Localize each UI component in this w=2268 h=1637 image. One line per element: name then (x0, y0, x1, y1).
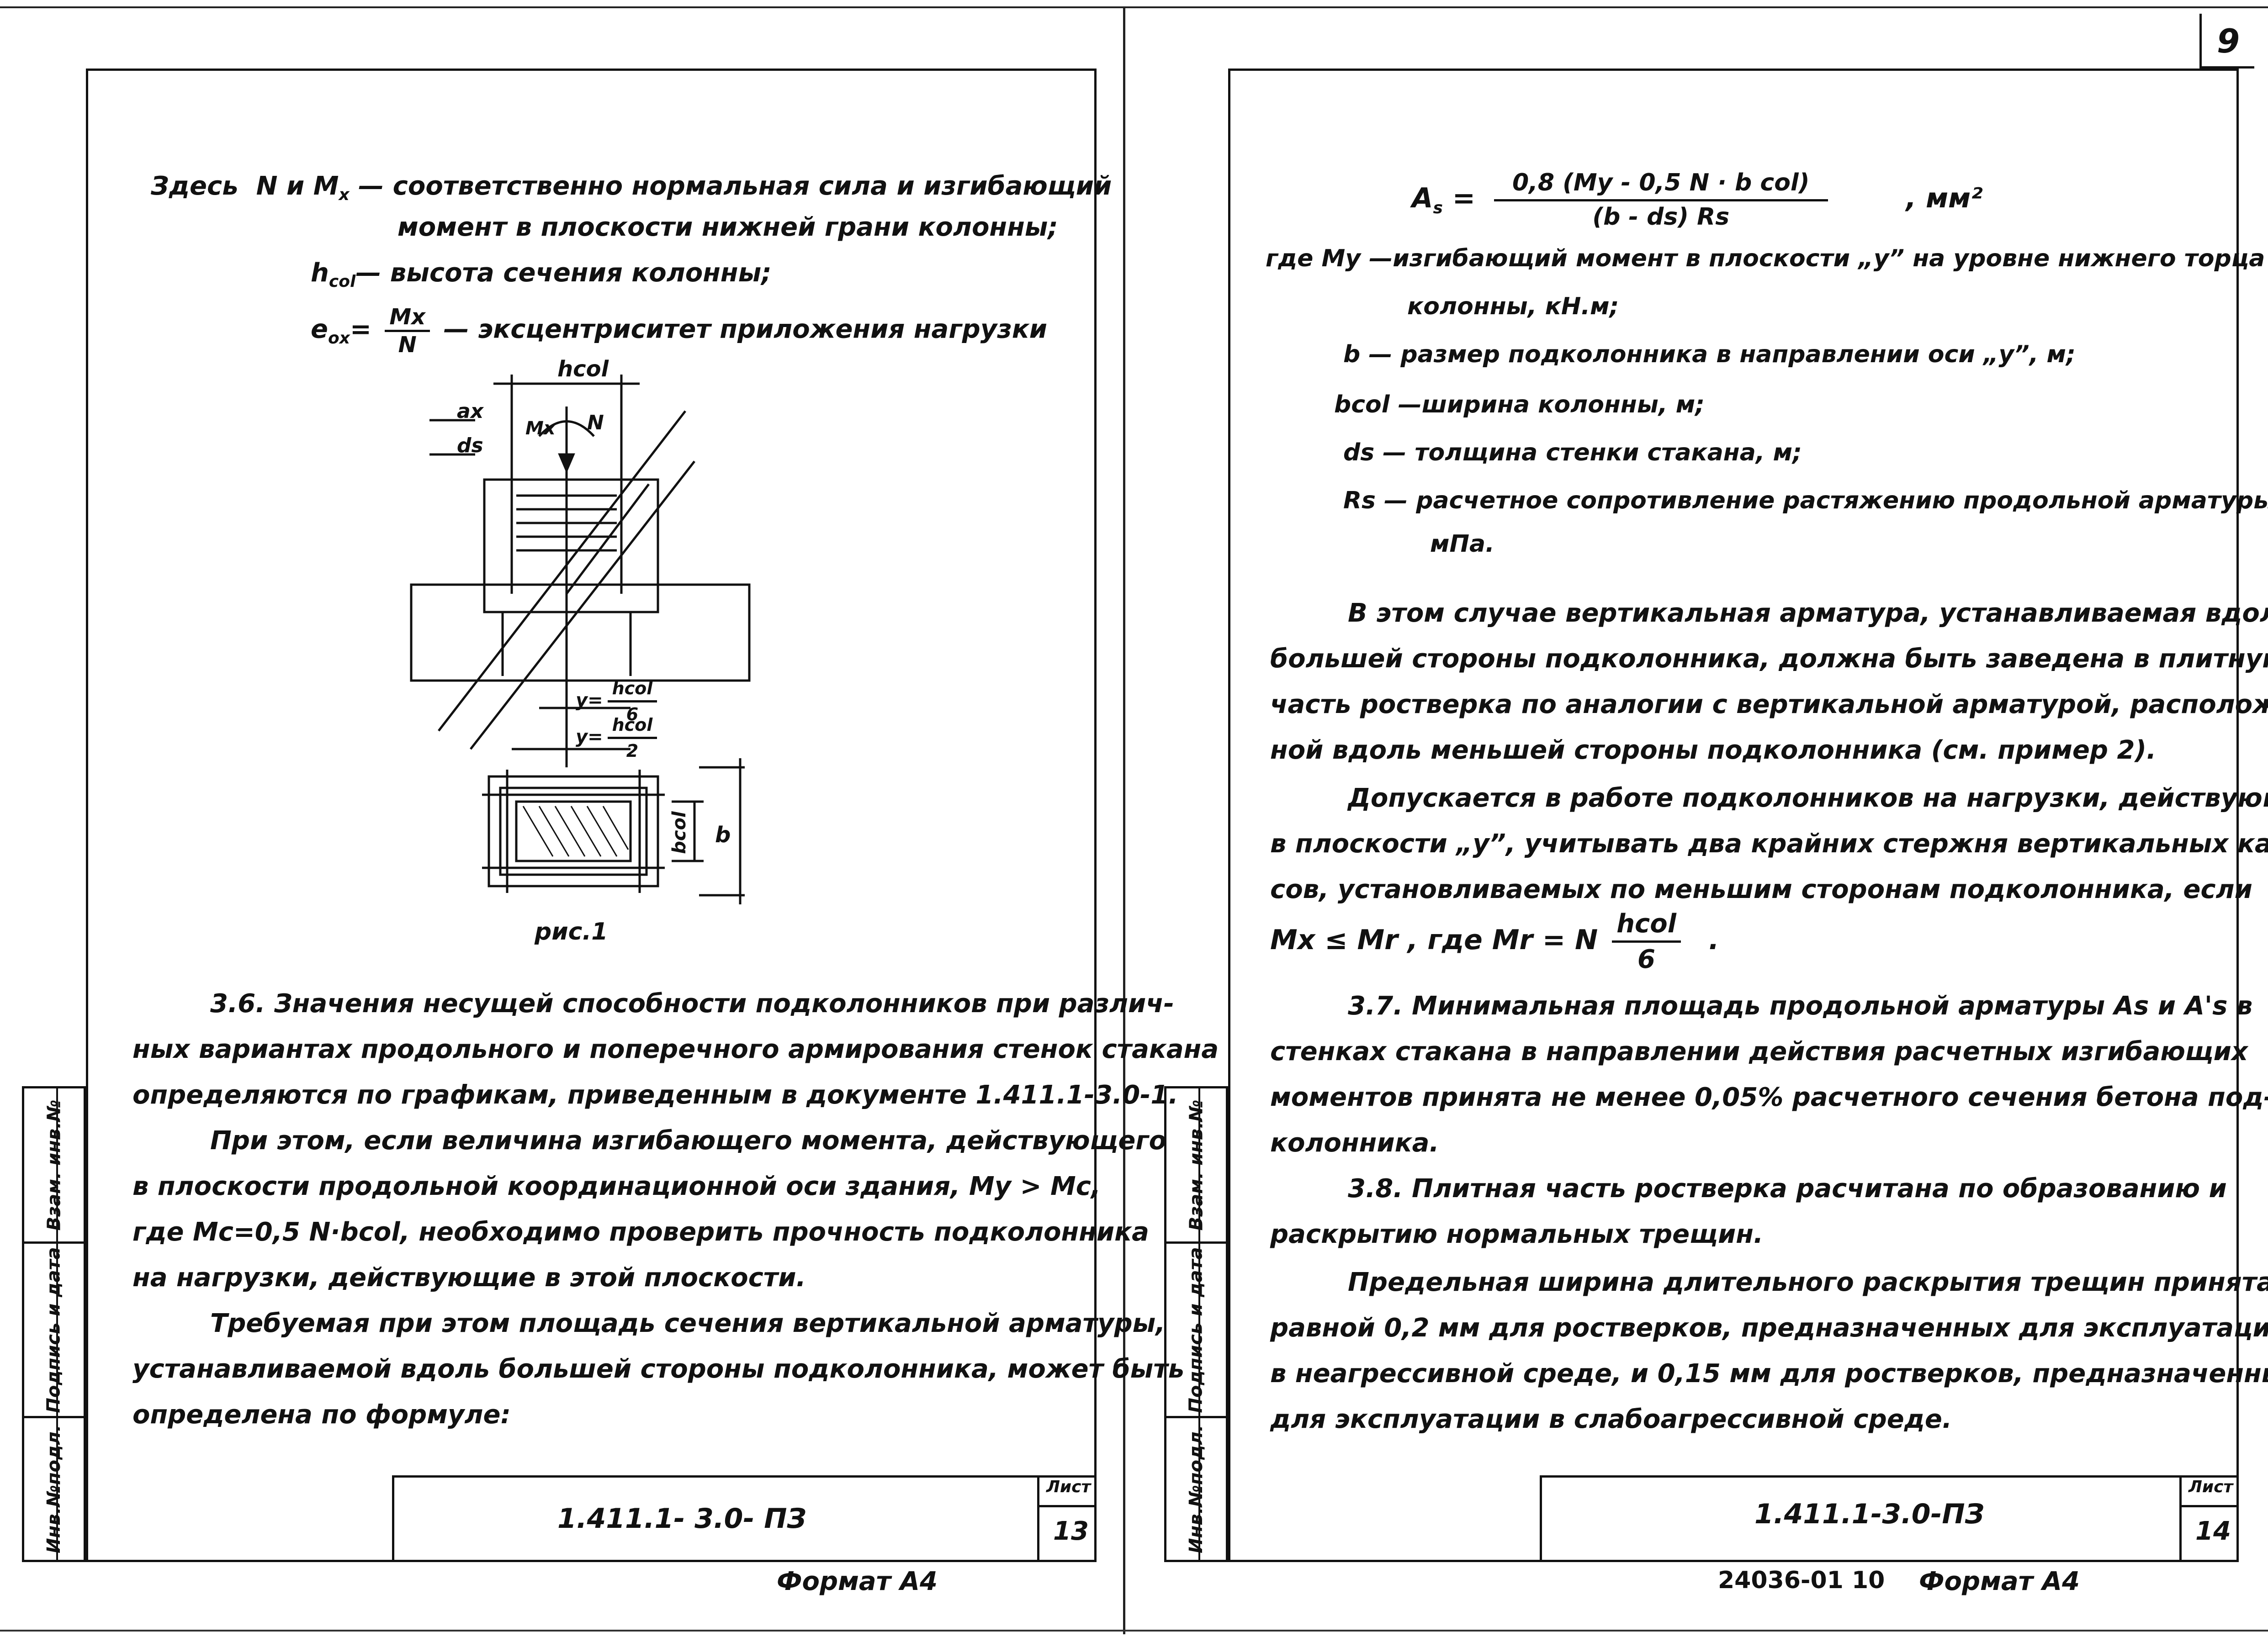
left-line-2: момент в плоскости нижней грани колонны; (397, 212, 1058, 242)
right-para-line: моментов принята не менее 0,05% расчетно… (1270, 1083, 2268, 1112)
left-line-3: hcol— высота сечения колонны; (311, 258, 772, 291)
left-document-code: 1.411.1- 3.0- ПЗ (557, 1503, 807, 1535)
right-para-line: большей стороны подколонника, должна быт… (1270, 644, 2268, 674)
left-para-line: Требуемая при этом площадь сечения верти… (210, 1309, 1166, 1338)
fig-ds-label: ds (457, 434, 483, 457)
side-cell-sign-date: Подпись и дата (1166, 1244, 1226, 1418)
left-side-column: Взам. инв.№ Подпись и дата Инв.№подл. (22, 1086, 86, 1562)
left-sheet-number: 13 (1053, 1516, 1089, 1546)
figure-1-drawing (410, 375, 751, 904)
left-para-line: 3.6. Значения несущей способности подкол… (210, 989, 1174, 1019)
definition-line: b — размер подколонника в направлении ос… (1343, 341, 2076, 368)
formula-as: As = 0,8 (My - 0,5 N · b col)(b - ds) Rs… (1412, 169, 1983, 231)
right-para-line: ной вдоль меньшей стороны подколонника (… (1270, 735, 2157, 765)
right-side-column: Взам. инв.№ Подпись и дата Инв.№подл. (1164, 1086, 1228, 1562)
figure-caption: рис.1 (535, 918, 608, 945)
side-cell-inv: Инв.№подл. (1186, 1425, 1207, 1553)
left-para-line: ных вариантах продольного и поперечного … (132, 1035, 1219, 1064)
left-format-label: Формат А4 (777, 1567, 938, 1596)
definition-line: мПа. (1430, 530, 1494, 558)
fig-hcol-label: hcol (557, 356, 609, 382)
right-para-line: В этом случае вертикальная арматура, уст… (1348, 598, 2268, 628)
right-para-line: равной 0,2 мм для ростверков, предназнач… (1270, 1313, 2268, 1343)
right-para-line: колонника. (1270, 1128, 1439, 1158)
right-para-line: часть ростверка по аналогии с вертикальн… (1270, 690, 2268, 719)
fig-b-label: b (715, 822, 731, 848)
left-stamp-divider (1037, 1478, 1039, 1560)
right-sheet-number: 14 (2195, 1516, 2231, 1546)
outer-bottom-rule (0, 1630, 2268, 1632)
left-para-line: устанавливаемой вдоль большей стороны по… (132, 1354, 1185, 1384)
right-document-code: 1.411.1-3.0-ПЗ (1754, 1498, 1985, 1530)
left-line-1: Здесь N и Mx — соответственно нормальная… (151, 171, 1112, 205)
left-para-line: где Mc=0,5 N·bcol, необходимо проверить … (132, 1217, 1149, 1247)
right-para-line: 3.7. Минимальная площадь продольной арма… (1348, 991, 2253, 1021)
left-stamp-hdivider (1039, 1505, 1094, 1507)
right-stamp-hdivider (2182, 1505, 2236, 1507)
fig-mx-label: Mx (525, 418, 556, 439)
side-cell-replace: Взам. инв.№ (24, 1088, 84, 1244)
definition-line: Rs — расчетное сопротивление растяжению … (1343, 487, 2268, 514)
right-para-line: сов, установливаемых по меньшим сторонам… (1270, 875, 2252, 904)
right-para-line: в плоскости „y”, учитывать два крайних с… (1270, 829, 2268, 859)
right-format-label: Формат А4 (1919, 1567, 2080, 1596)
side-cell-sign-date: Подпись и дата (24, 1244, 84, 1418)
outer-top-rule (0, 6, 2268, 8)
definition-line: bcol —ширина колонны, м; (1334, 391, 1705, 418)
center-fold-line (1123, 8, 1125, 1634)
left-para-line: на нагрузки, действующие в этой плоскост… (132, 1263, 806, 1293)
right-para-line: раскрытию нормальных трещин. (1270, 1220, 1764, 1249)
order-number: 24036-01 10 (1718, 1567, 1885, 1594)
right-para-line: для эксплуатации в слабоагрессивной сред… (1270, 1405, 1952, 1434)
sheet-corner-number: 9 (2217, 22, 2240, 60)
right-title-block (1540, 1475, 2239, 1562)
fig-n-label: N (587, 411, 604, 434)
definition-line: ds — толщина стенки стакана, м; (1343, 439, 1802, 466)
left-para-line: определена по формуле: (132, 1400, 511, 1430)
left-para-line: в плоскости продольной координационной о… (132, 1172, 1101, 1201)
fig-ax-label: ax (457, 400, 484, 423)
side-cell-replace: Взам. инв.№ (1166, 1088, 1226, 1244)
left-title-block (392, 1475, 1097, 1562)
right-para-line: Предельная ширина длительного раскрытия … (1348, 1267, 2268, 1297)
right-para-line: 3.8. Плитная часть ростверка расчитана п… (1348, 1174, 2227, 1204)
side-column-divider (56, 1088, 58, 1560)
definition-line: где My —изгибающий момент в плоскости „y… (1266, 245, 2265, 272)
left-para-line: определяются по графикам, приведенным в … (132, 1080, 1178, 1110)
side-cell-inv: Инв.№подл. (43, 1425, 65, 1553)
right-sheet-label: Лист (2189, 1478, 2233, 1496)
right-para-line: Допускается в работе подколонников на на… (1348, 783, 2268, 813)
right-stamp-divider (2179, 1478, 2182, 1560)
left-sheet-label: Лист (1046, 1478, 1091, 1496)
side-column-divider (1198, 1088, 1200, 1560)
fig-bcol-label: bcol (668, 811, 690, 854)
right-para-line: в неагрессивной среде, и 0,15 мм для рос… (1270, 1359, 2268, 1389)
left-para-line: При этом, если величина изгибающего моме… (210, 1126, 1167, 1156)
right-para-line: стенках стакана в направлении действия р… (1270, 1037, 2248, 1067)
sheet-corner-box (2199, 14, 2254, 69)
definition-line: колонны, кН.м; (1407, 293, 1619, 320)
